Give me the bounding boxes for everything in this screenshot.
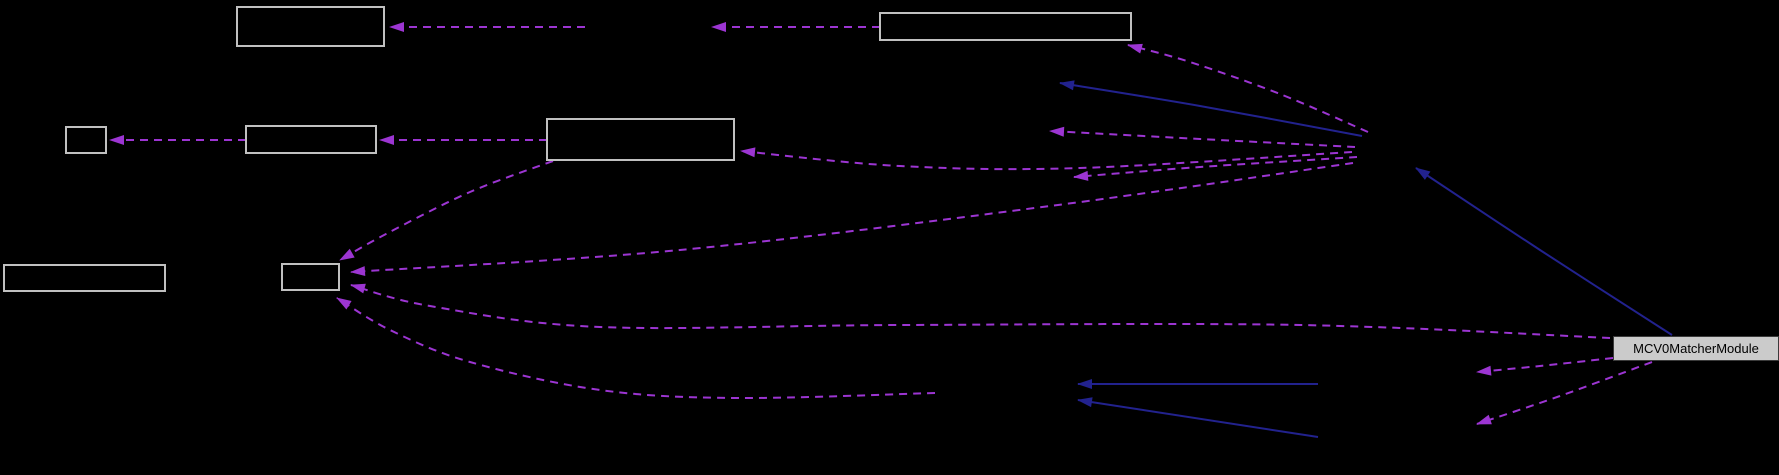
edge-dashed-edge-8 bbox=[1049, 126, 1356, 148]
node-box-2[interactable] bbox=[879, 12, 1132, 41]
node-mcv0matchermodule[interactable]: MCV0MatcherModule bbox=[1613, 336, 1779, 361]
edge-dashed-edge-6 bbox=[1127, 43, 1369, 133]
node-mcv0matchermodule-label: MCV0MatcherModule bbox=[1633, 341, 1759, 356]
node-box-7[interactable] bbox=[3, 264, 166, 292]
node-box-5[interactable] bbox=[546, 118, 735, 161]
edge-dashed-edge-5 bbox=[339, 160, 554, 261]
edges-layer bbox=[109, 22, 1673, 438]
edge-dashed-edge-11 bbox=[350, 162, 1354, 277]
edge-dashed-edge-10 bbox=[740, 147, 1353, 171]
edge-dashed-edge-13 bbox=[350, 283, 1611, 339]
node-box-4[interactable] bbox=[245, 125, 377, 154]
nodes-layer bbox=[3, 6, 1132, 292]
edge-solid-edge-12 bbox=[1415, 167, 1673, 336]
node-box-3[interactable] bbox=[65, 126, 107, 154]
edge-dashed-edge-14 bbox=[1476, 357, 1614, 376]
edge-solid-edge-18 bbox=[1077, 397, 1319, 438]
edge-dashed-edge-16 bbox=[336, 297, 936, 400]
edge-dashed-edge-9 bbox=[1073, 156, 1358, 181]
node-box-1[interactable] bbox=[236, 6, 385, 47]
edge-dashed-edge-15 bbox=[1476, 361, 1653, 425]
node-box-6[interactable] bbox=[281, 263, 340, 291]
edge-solid-edge-7 bbox=[1059, 80, 1363, 137]
